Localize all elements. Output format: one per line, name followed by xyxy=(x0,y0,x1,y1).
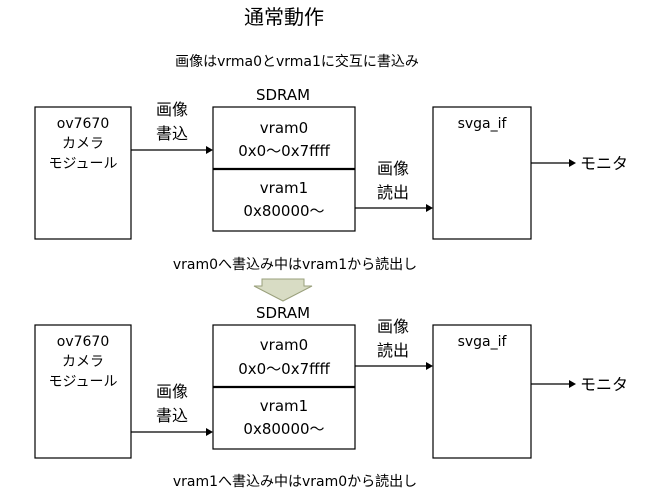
read-label-2: 読出 xyxy=(377,341,409,360)
state1-caption: vram0へ書込み中はvram1から読出し xyxy=(173,256,417,273)
camera-model-label: ov7670 xyxy=(57,116,109,132)
write-arrow-head xyxy=(206,146,213,154)
vram0-range: 0x0〜0x7ffff xyxy=(238,360,330,378)
write-label-1: 画像 xyxy=(156,100,188,119)
camera-model-label: ov7670 xyxy=(57,334,109,350)
read-arrow-head xyxy=(426,362,433,370)
write-label-2: 書込 xyxy=(156,124,188,143)
write-label-1: 画像 xyxy=(156,382,188,401)
diagram-title: 通常動作 xyxy=(244,5,324,29)
state2-caption: vram1へ書込み中はvram0から読出し xyxy=(173,473,417,490)
read-label-1: 画像 xyxy=(377,159,409,178)
camera-module-box xyxy=(34,106,132,240)
svga-if-box xyxy=(432,106,532,240)
state-write-vram1: ov7670 カメラ モジュール SDRAM vram0 0x0〜0x7ffff… xyxy=(34,304,628,490)
read-arrow-head xyxy=(426,204,433,212)
monitor-arrow-head xyxy=(569,380,576,388)
write-label-2: 書込 xyxy=(156,406,188,425)
camera-module-box xyxy=(34,324,132,459)
monitor-label: モニタ xyxy=(580,154,628,173)
state-write-vram0: ov7670 カメラ モジュール SDRAM vram0 0x0〜0x7ffff… xyxy=(34,86,628,273)
vram1-range: 0x80000〜 xyxy=(243,202,324,220)
module-label: モジュール xyxy=(48,156,117,172)
vram1-name: vram1 xyxy=(260,397,308,415)
vram0-range: 0x0〜0x7ffff xyxy=(238,142,330,160)
vram1-name: vram1 xyxy=(260,179,308,197)
sdram-label: SDRAM xyxy=(256,304,310,322)
camera-label: カメラ xyxy=(62,354,104,370)
vram0-name: vram0 xyxy=(260,119,308,137)
diagram-subtitle: 画像はvrma0とvrma1に交互に書込み xyxy=(175,53,419,70)
svga-if-box xyxy=(432,324,532,459)
write-arrow-head xyxy=(206,428,213,436)
monitor-label: モニタ xyxy=(580,375,628,394)
module-label: モジュール xyxy=(48,374,117,390)
svga-if-label: svga_if xyxy=(458,116,508,132)
sdram-label: SDRAM xyxy=(256,86,310,104)
vram1-range: 0x80000〜 xyxy=(243,420,324,438)
read-label-2: 読出 xyxy=(377,183,409,202)
svga-if-label: svga_if xyxy=(458,334,508,350)
monitor-arrow-head xyxy=(569,159,576,167)
read-label-1: 画像 xyxy=(377,317,409,336)
vram0-name: vram0 xyxy=(260,336,308,354)
transition-arrow xyxy=(253,278,313,302)
camera-label: カメラ xyxy=(62,136,104,152)
